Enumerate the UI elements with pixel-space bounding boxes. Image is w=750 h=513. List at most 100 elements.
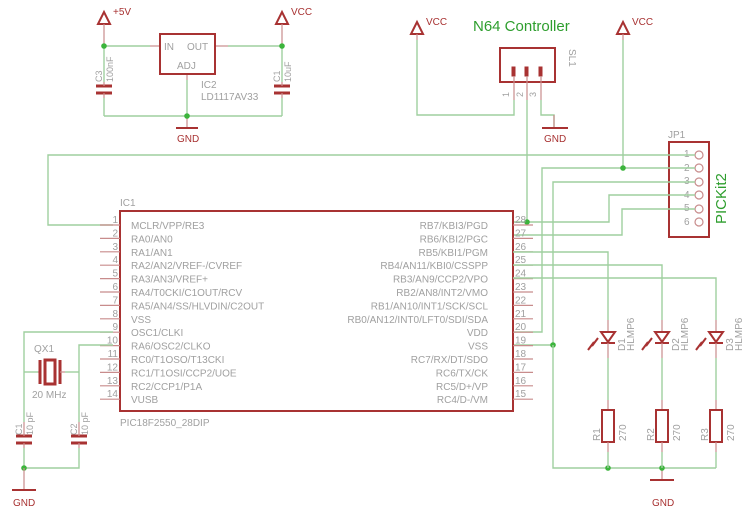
- jp1-pins: 1 2 3 4 5 6: [684, 149, 704, 228]
- junction: [184, 113, 190, 119]
- sl1-ref: SL1: [566, 49, 577, 67]
- pin-name: VUSB: [131, 395, 159, 406]
- plus5v-supply-symbol: +5V: [96, 7, 131, 46]
- resistor-r2: R2 270: [646, 400, 683, 468]
- pin-name: RA4/T0CKI/C1OUT/RCV: [131, 288, 242, 299]
- pin-number: 1: [112, 215, 118, 226]
- pin-name: RC2/CCP1/P1A: [131, 382, 202, 393]
- pin-number: 22: [515, 295, 527, 306]
- n64-connector-section: N64 Controller VCC VCC SL1 1 2 3: [409, 17, 653, 225]
- pin-number: 18: [515, 349, 527, 360]
- sl1-pin-1: 1: [501, 92, 511, 97]
- pin-number: 19: [515, 336, 527, 347]
- pin-number: 26: [515, 242, 527, 253]
- pin-number: 15: [515, 389, 527, 400]
- ic1-pic18f2550: IC1 PIC18F2550_28DIP 1MCLR/VPP/RE32RA0/A…: [100, 198, 533, 429]
- ic1-right-pins: 28RB7/KBI3/PGD27RB6/KBI2/PGC26RB5/KBI1/P…: [347, 215, 533, 406]
- pin-number: 2: [112, 228, 118, 239]
- led-ref: D2: [671, 338, 682, 351]
- capacitor-c1-10pf: C1 10 pF: [14, 411, 35, 448]
- pin-name: RC4/D-/VM: [437, 395, 488, 406]
- crystal-qx1: QX1 20 MHz: [32, 344, 66, 401]
- pin-number: 16: [515, 376, 527, 387]
- pin-name: VSS: [468, 342, 488, 353]
- pin-number: 11: [108, 349, 119, 360]
- led-value: HLMP6: [734, 317, 745, 351]
- pin-number: 12: [107, 362, 119, 373]
- resistor-ref: R3: [700, 428, 711, 441]
- jp1-pickit2-header: JP1 1 2 3 4 5 6 PICKit2: [668, 130, 730, 238]
- pin-name: RA5/AN4/SS/HLVDIN/C2OUT: [131, 301, 264, 312]
- pin-number: 24: [515, 269, 527, 280]
- c3-value: 100nF: [105, 56, 115, 82]
- ic1-left-pins: 1MCLR/VPP/RE32RA0/AN03RA1/AN14RA2/AN2/VR…: [100, 215, 264, 406]
- crystal-section: QX1 20 MHz C1 10 pF C2 10 pF GND: [12, 331, 113, 509]
- pin-number: 20: [515, 322, 527, 333]
- pin-name: VSS: [131, 315, 151, 326]
- sl1-connector: SL1 1 2 3: [499, 47, 577, 97]
- pin-number: 7: [112, 295, 118, 306]
- pin-name: RA1/AN1: [131, 248, 173, 259]
- jp1-ref: JP1: [668, 130, 686, 141]
- capacitor-c1-10uf: C1 10uF: [272, 61, 293, 98]
- pin-name: RB3/AN9/CCP2/VPO: [393, 275, 488, 286]
- xtal-c1-value: 10 pF: [25, 411, 35, 435]
- resistor-value: 270: [726, 424, 737, 441]
- junction: [620, 165, 626, 171]
- junction: [279, 43, 285, 49]
- pin-number: 10: [107, 336, 119, 347]
- capacitor-c3: C3 100nF: [94, 56, 115, 98]
- pickit2-label: PICKit2: [713, 173, 730, 224]
- pin-number: 4: [112, 255, 118, 266]
- gnd-label-xtal: GND: [13, 498, 35, 509]
- pin-number: 14: [107, 389, 119, 400]
- xtal-c2-ref: C2: [69, 423, 79, 435]
- ic2-value: LD1117AV33: [201, 92, 259, 103]
- pin-name: OSC1/CLKI: [131, 328, 183, 339]
- pin-number: 23: [515, 282, 527, 293]
- resistor-ref: R2: [646, 428, 657, 441]
- pin-number: 3: [112, 242, 118, 253]
- vcc-label-jp1: VCC: [632, 17, 653, 28]
- resistor-value: 270: [672, 424, 683, 441]
- vcc-supply-symbol-sl1: VCC: [409, 17, 447, 40]
- pin-number: 8: [112, 309, 118, 320]
- ic1-ref: IC1: [120, 198, 136, 209]
- ic2-pin-out: OUT: [187, 42, 208, 53]
- junction: [524, 219, 530, 225]
- c1-ref: C1: [272, 70, 282, 82]
- ic1-value: PIC18F2550_28DIP: [120, 418, 210, 429]
- vcc-label-sl1: VCC: [426, 17, 447, 28]
- c3-ref: C3: [94, 70, 104, 82]
- pin-number: 28: [515, 215, 527, 226]
- plus5v-label: +5V: [113, 7, 131, 18]
- pin-name: RC0/T1OSO/T13CKI: [131, 355, 224, 366]
- pin-number: 25: [515, 255, 527, 266]
- pin-name: RB5/KBI1/PGM: [419, 248, 488, 259]
- pin-name: RB1/AN10/INT1/SCK/SCL: [371, 301, 489, 312]
- vcc-label-reg: VCC: [291, 7, 312, 18]
- ic2-pin-in: IN: [164, 42, 174, 53]
- pin-number: 6: [112, 282, 118, 293]
- crystal-ref: QX1: [34, 344, 54, 355]
- pin-number: 9: [112, 322, 118, 333]
- regulator-section: +5V VCC GND IN OUT ADJ: [94, 7, 312, 145]
- pin-name: RC1/T1OSI/CCP2/UOE: [131, 368, 237, 379]
- ic2-regulator: IN OUT ADJ IC2 LD1117AV33: [159, 33, 259, 103]
